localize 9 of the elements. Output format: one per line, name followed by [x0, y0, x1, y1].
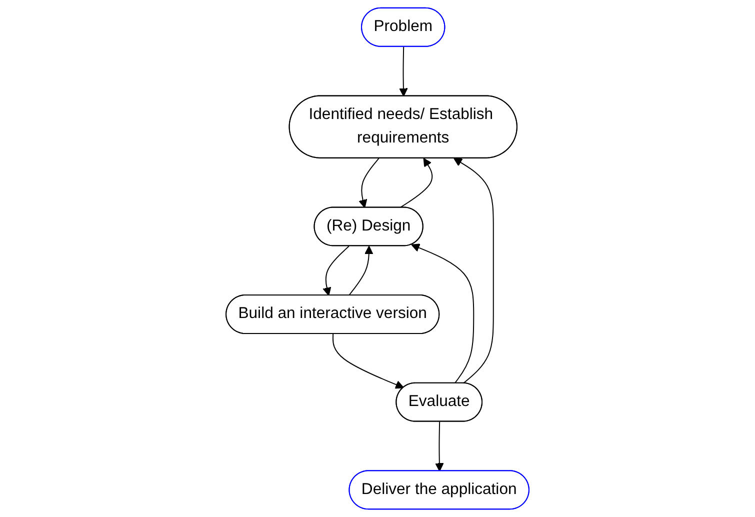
arrow — [348, 246, 374, 296]
arrow — [399, 158, 433, 208]
arrow — [399, 46, 408, 97]
arrow — [322, 246, 350, 296]
arrow — [435, 421, 444, 472]
arrow — [411, 244, 474, 384]
arrow — [454, 158, 494, 384]
arrow — [332, 333, 404, 389]
arrow — [358, 158, 380, 208]
